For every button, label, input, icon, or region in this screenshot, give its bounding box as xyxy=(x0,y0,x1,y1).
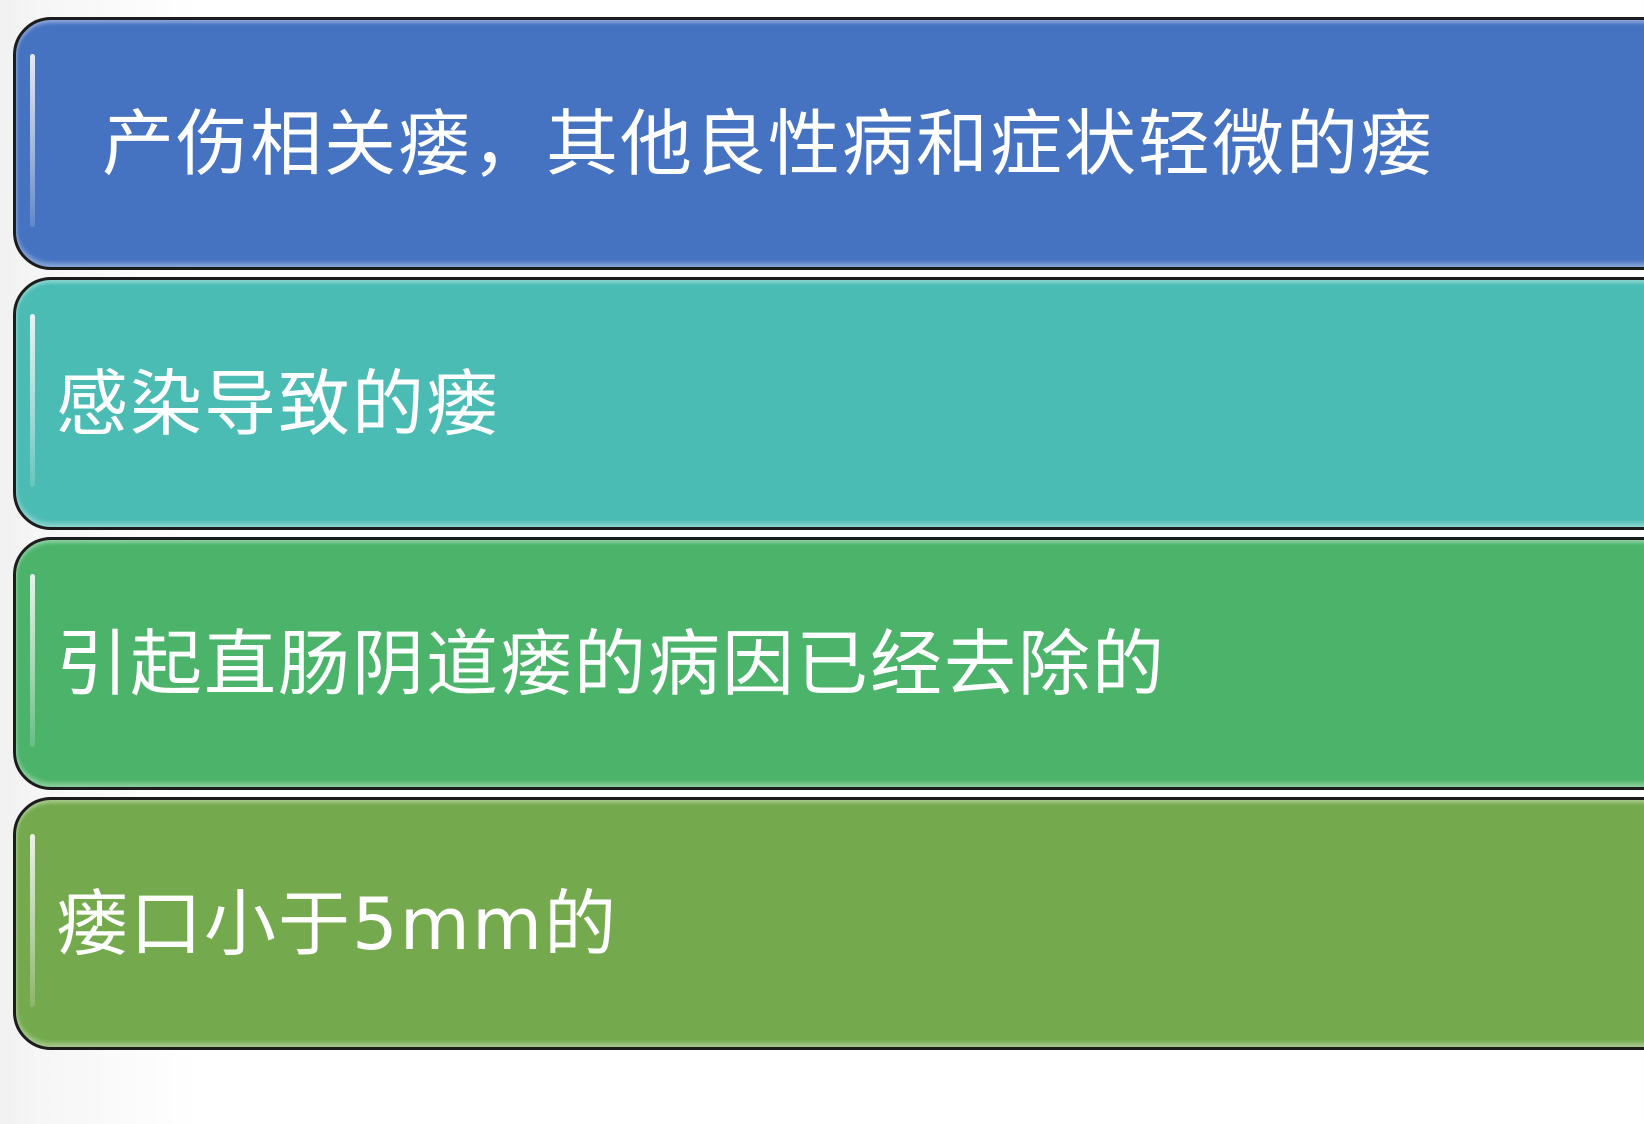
list-item-small-opening: 瘘口小于5mm的 xyxy=(13,797,1644,1050)
list-item-infection-fistula: 感染导致的瘘 xyxy=(13,277,1644,530)
list-item-cause-removed: 引起直肠阴道瘘的病因已经去除的 xyxy=(13,537,1644,790)
list-item-label: 感染导致的瘘 xyxy=(56,361,501,446)
stacked-list-diagram: 产伤相关瘘，其他良性病和症状轻微的瘘 感染导致的瘘 引起直肠阴道瘘的病因已经去除… xyxy=(13,17,1644,1057)
list-item-label: 产伤相关瘘，其他良性病和症状轻微的瘘 xyxy=(102,101,1435,186)
list-item-birth-injury-fistula: 产伤相关瘘，其他良性病和症状轻微的瘘 xyxy=(13,17,1644,270)
list-item-label: 引起直肠阴道瘘的病因已经去除的 xyxy=(56,621,1167,706)
list-item-label: 瘘口小于5mm的 xyxy=(56,881,619,966)
